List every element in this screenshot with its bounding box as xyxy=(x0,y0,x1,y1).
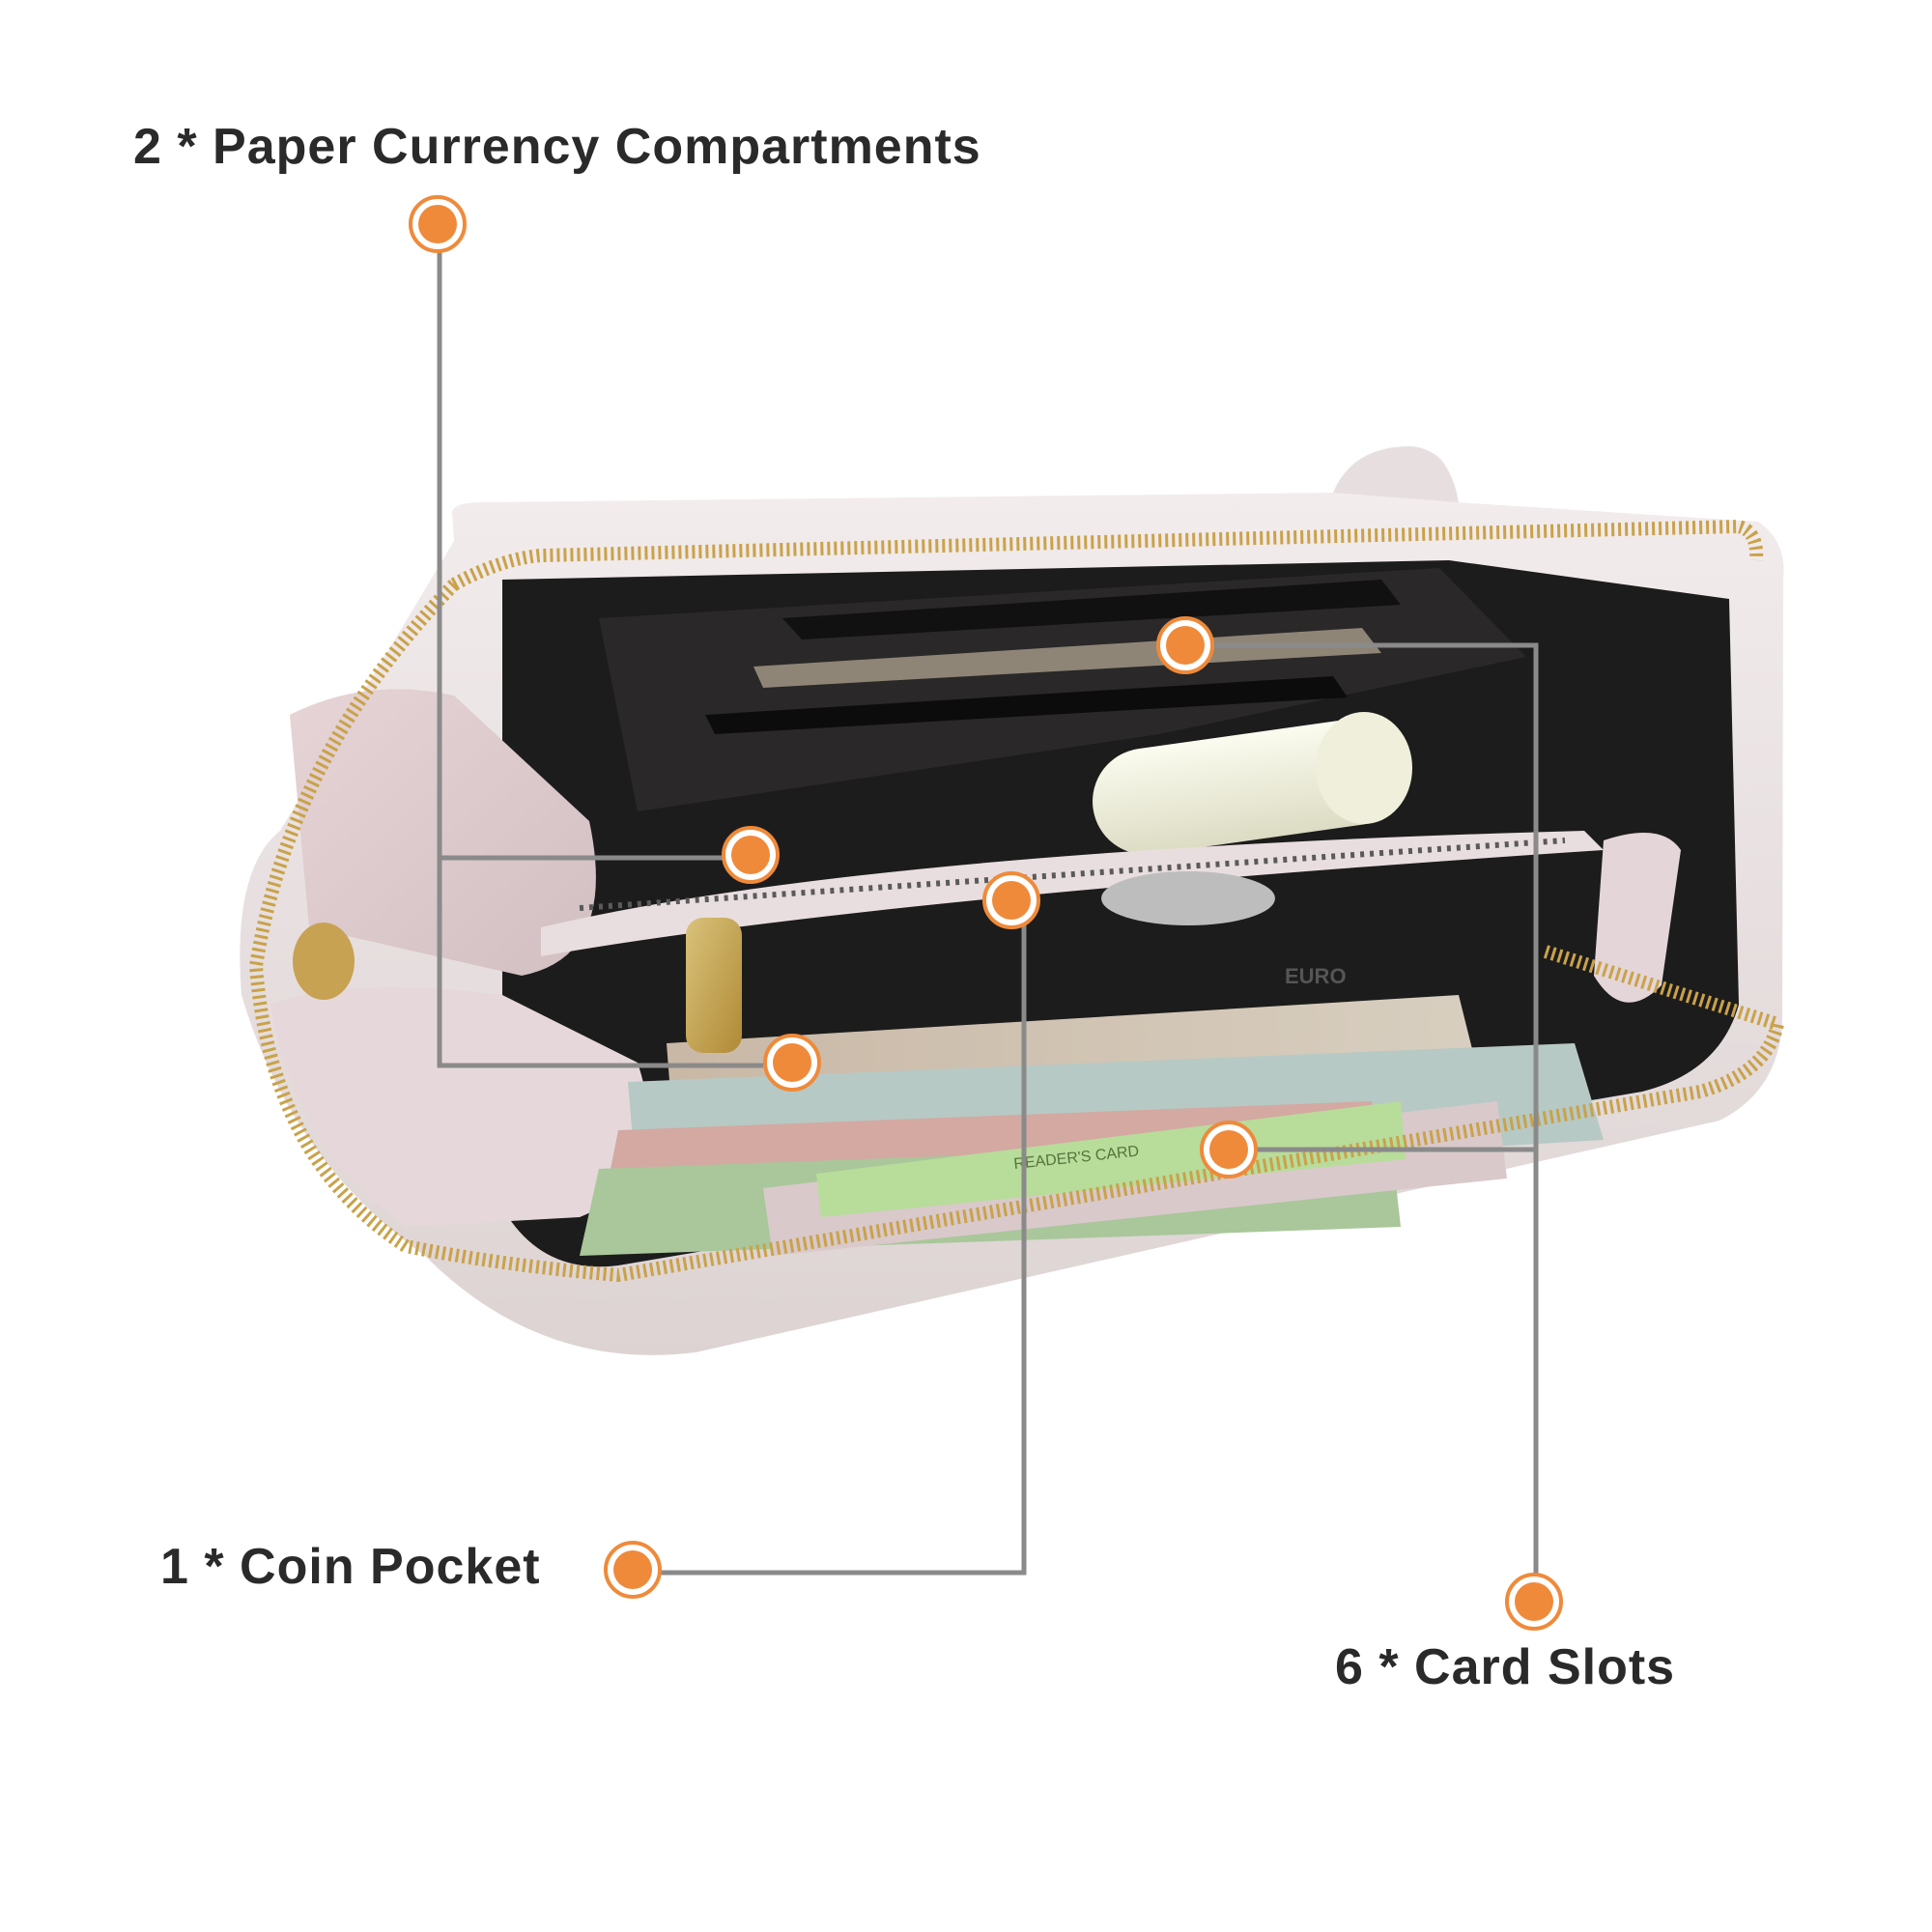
zipper-track xyxy=(248,519,1786,1283)
coin-pocket-zipper xyxy=(541,831,1604,956)
reader-card: READER'S CARD xyxy=(763,1101,1507,1256)
marker-card-bottom xyxy=(1200,1121,1258,1179)
marker-coin-label xyxy=(604,1541,662,1599)
callout-coin-pocket: 1 * Coin Pocket xyxy=(160,1539,541,1595)
zipper-puller xyxy=(293,918,742,1053)
callout-paper-currency: 2 * Paper Currency Compartments xyxy=(133,119,981,175)
callout-markers xyxy=(409,195,1563,1631)
marker-paper-1 xyxy=(722,826,780,884)
wallet-gussets xyxy=(270,689,1681,1227)
marker-card-label xyxy=(1505,1573,1563,1631)
marker-paper-2 xyxy=(763,1034,821,1092)
leader-line-paper-1 xyxy=(437,224,763,1068)
marker-card-top xyxy=(1156,616,1214,674)
callout-card-slots: 6 * Card Slots xyxy=(1335,1639,1676,1695)
marker-coin-inner xyxy=(982,871,1040,929)
banknote-text: EURO xyxy=(1285,964,1347,988)
leader-line-card-a xyxy=(1203,642,1539,1152)
marker-paper-top xyxy=(409,195,467,253)
